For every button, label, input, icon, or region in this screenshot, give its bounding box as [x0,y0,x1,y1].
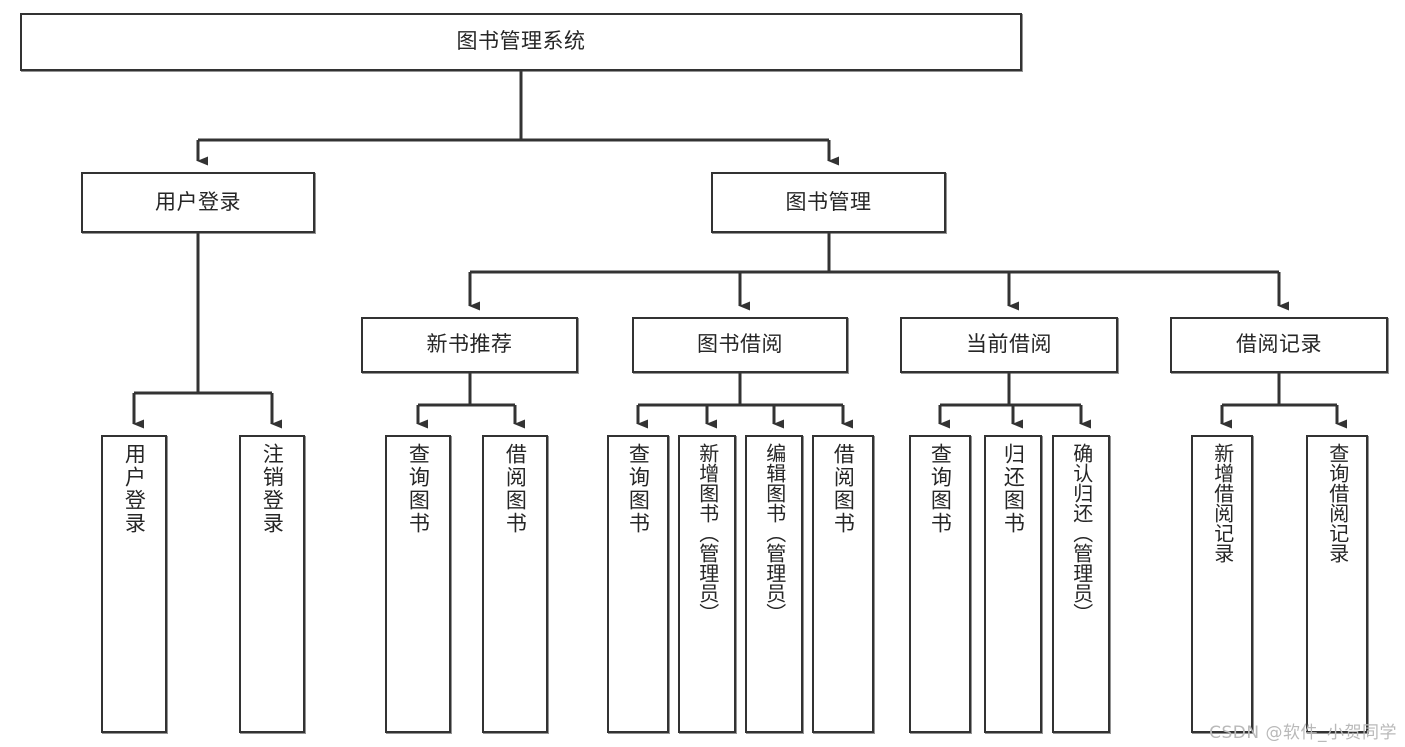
node-label-leaf_logout: 注销登录 [260,443,285,535]
node-label-cur_borrow: 当前借阅 [966,332,1052,357]
node-label-leaf_q_book2: 查询图书 [626,443,651,535]
node-label-new_rec: 新书推荐 [426,332,513,357]
node-label-root: 图书管理系统 [456,29,586,54]
node-label-leaf_q_book3: 查询图书 [928,443,953,535]
node-label-leaf_add_rec: 新增借阅记录 [1210,443,1235,563]
node-root[interactable]: 图书管理系统 [20,13,1022,71]
node-label-leaf_login: 用户登录 [122,443,147,535]
node-label-leaf_add_book: 新增图书（管理员） [695,443,720,623]
node-leaf_return[interactable]: 归还图书 [984,435,1042,733]
node-leaf_add_rec[interactable]: 新增借阅记录 [1191,435,1253,733]
node-book_borrow[interactable]: 图书借阅 [632,317,848,373]
node-leaf_borrow1[interactable]: 借阅图书 [482,435,548,733]
node-leaf_borrow2[interactable]: 借阅图书 [812,435,874,733]
node-label-leaf_borrow2: 借阅图书 [831,443,856,535]
node-label-book_manage: 图书管理 [785,189,872,214]
node-label-leaf_q_book1: 查询图书 [406,443,431,535]
node-user_login[interactable]: 用户登录 [81,172,315,233]
node-leaf_edit_book[interactable]: 编辑图书（管理员） [745,435,803,733]
node-leaf_q_book3[interactable]: 查询图书 [909,435,971,733]
node-leaf_logout[interactable]: 注销登录 [239,435,305,733]
node-leaf_conf_ret[interactable]: 确认归还（管理员） [1052,435,1110,733]
node-leaf_login[interactable]: 用户登录 [101,435,167,733]
node-leaf_q_rec[interactable]: 查询借阅记录 [1306,435,1368,733]
node-label-book_borrow: 图书借阅 [697,332,783,357]
node-label-user_login: 用户登录 [155,189,241,214]
node-book_manage[interactable]: 图书管理 [711,172,946,233]
node-new_rec[interactable]: 新书推荐 [361,317,578,373]
node-leaf_q_book2[interactable]: 查询图书 [607,435,669,733]
node-label-leaf_q_rec: 查询借阅记录 [1325,443,1350,563]
node-borrow_rec[interactable]: 借阅记录 [1170,317,1388,373]
node-label-leaf_edit_book: 编辑图书（管理员） [762,443,787,623]
node-label-leaf_borrow1: 借阅图书 [503,443,528,535]
node-label-leaf_conf_ret: 确认归还（管理员） [1069,443,1094,623]
node-cur_borrow[interactable]: 当前借阅 [900,317,1118,373]
node-leaf_q_book1[interactable]: 查询图书 [385,435,451,733]
node-label-borrow_rec: 借阅记录 [1236,332,1322,357]
node-leaf_add_book[interactable]: 新增图书（管理员） [678,435,736,733]
watermark-text: CSDN @软件_小贺同学 [1209,723,1397,743]
node-label-leaf_return: 归还图书 [1001,443,1026,535]
